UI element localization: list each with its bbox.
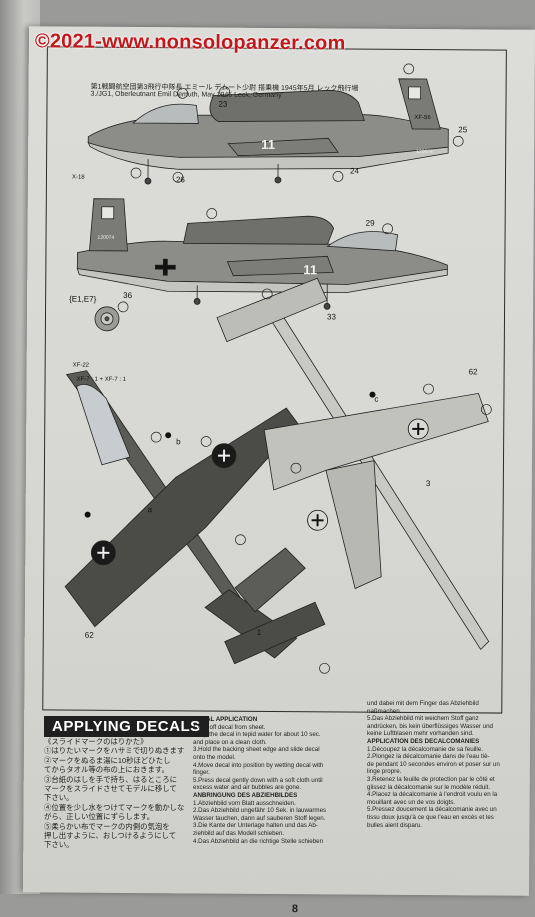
instruction-line: 1.Cut off decal from sheet. xyxy=(193,724,355,732)
callout-number: 33 xyxy=(327,312,336,321)
applying-decals-banner: APPLYING DECALS xyxy=(44,716,209,737)
instruction-line: 1.Découpez la décalcomanie de sa feuille… xyxy=(367,746,517,754)
callout-number: 1 xyxy=(257,628,262,637)
instruction-line: ④位置を少し水をつけてマークを動かしな xyxy=(44,803,184,812)
side-number-right: 11 xyxy=(303,262,317,277)
color-ref: XF-7 : 1 + XF-7 : 1 xyxy=(77,377,127,383)
callout-number: 62 xyxy=(469,367,478,376)
callout-number: 3 xyxy=(426,479,431,488)
instruction-line: 1.Abziehbild vom Blatt ausschneiden. xyxy=(193,800,355,808)
instruction-line: がら、正しい位置にずらします。 xyxy=(44,812,184,821)
instruction-line: 下さい。 xyxy=(44,793,184,802)
decal-application-heading: DECAL APPLICATION xyxy=(193,716,355,724)
instruction-line: 5.Pressez doucement la décalcomanie avec… xyxy=(367,806,517,814)
page-number: 8 xyxy=(292,903,298,915)
callout-number: 23 xyxy=(218,100,227,109)
japanese-heading: 《スライドマークのはりかた》 xyxy=(44,737,184,746)
instruction-line: 5.Das Abziehbild mit weichem Stoff ganz xyxy=(367,715,517,723)
letter-marker: a xyxy=(148,505,153,514)
decalcomanies-heading: APPLICATION DES DECALCOMANIES xyxy=(367,738,517,746)
instruction-line: ②マークをぬるま湯に10秒ほどひたし xyxy=(44,756,184,765)
instruction-line: und dabei mit dem Finger das Abziehbild xyxy=(367,700,517,708)
callout-number: 25 xyxy=(458,125,467,134)
instruction-line: 3.Hold the backing sheet edge and slide … xyxy=(193,746,355,754)
instruction-line: onto the model. xyxy=(193,754,355,762)
instruction-line: glissez la décalcomanie sur le modèle ré… xyxy=(367,784,517,792)
instruction-line: excess water and air bubbles are gone. xyxy=(193,784,355,792)
variant-label: {E1,E7} xyxy=(69,295,96,304)
instruction-line: 3.Retenez la feuille de protection par l… xyxy=(367,776,517,784)
werknummer-left: 120074 xyxy=(416,149,433,155)
instruction-line: keine Luftblasen mehr vorhanden sind. xyxy=(367,730,517,738)
instruction-line: 5.Press decal gently down with a soft cl… xyxy=(193,777,355,785)
instruction-line: 2.Das Abziehbild ungefähr 10 Sek. in lau… xyxy=(193,807,355,815)
callout-number: 62 xyxy=(85,631,94,640)
instruction-line: 2.Dip the decal in tepid water for about… xyxy=(193,731,355,739)
instruction-line: ⑤柔らかい布でマークの内側の気泡を xyxy=(44,822,184,831)
color-ref: X-18 xyxy=(72,175,85,181)
callout-number: 26 xyxy=(176,175,185,184)
instruction-line: 2.Plongez la décalcomanie dans de l'eau … xyxy=(367,753,517,761)
side-number-left: 11 xyxy=(261,137,275,152)
instruction-line: linge propre. xyxy=(367,768,517,776)
english-german-instructions: DECAL APPLICATION 1.Cut off decal from s… xyxy=(193,716,355,845)
instruction-line: naßmachen. xyxy=(367,708,517,716)
top-view xyxy=(65,371,307,659)
instruction-line: and place on a clean cloth. xyxy=(193,739,355,747)
japanese-instructions: 《スライドマークのはりかた》 ①はりたいマークをハサミで切りぬきます。 ②マーク… xyxy=(44,737,184,850)
instruction-line: 4.Das Abziehbild an die richtige Stelle … xyxy=(193,838,355,846)
instruction-line: 押し出すように、おしつけるようにして xyxy=(44,831,184,840)
instruction-line: 4.Move decal into position by wetting de… xyxy=(193,762,355,770)
instruction-line: てからタオル等の布の上におきます。 xyxy=(44,765,184,774)
letter-marker: b xyxy=(176,437,181,446)
instruction-line: tissu doux jusqu'à ce que l'eau en excès… xyxy=(367,814,517,822)
watermark: ©2021-www.nonsolopanzer.com xyxy=(35,30,346,55)
color-ref: XF-22 xyxy=(73,363,89,369)
instruction-line: andrücken, bis kein überflüssiges Wasser… xyxy=(367,723,517,731)
instruction-line: ③台紙のはしを手で持ち、はるところに xyxy=(44,775,184,784)
callout-number: 24 xyxy=(350,166,359,175)
instruction-line: de pendant 10 secondes environ et poser … xyxy=(367,761,517,769)
caption-english: 3./JG1, Oberleutnant Emil Demuth, May 19… xyxy=(91,91,282,99)
anbringung-heading: ANBRINGUNG DES ABZIEHBILDES xyxy=(193,792,355,800)
werknummer-right: 120074 xyxy=(98,235,115,241)
instruction-line: 下さい。 xyxy=(44,840,184,849)
wheel-detail xyxy=(95,307,119,331)
instruction-line: mouillant avec un de vos doigts. xyxy=(367,799,517,807)
callout-number: 36 xyxy=(123,291,132,300)
instruction-line: finger. xyxy=(193,769,355,777)
instruction-line: 4.Placez la décalcomanie à l'endroit vou… xyxy=(367,791,517,799)
german-french-instructions: und dabei mit dem Finger das Abziehbild … xyxy=(367,700,517,829)
instruction-line: bulles aient disparu. xyxy=(367,822,517,830)
color-ref: XF-56 xyxy=(414,115,430,121)
instruction-line: マークをスライドさせてモデルに移して xyxy=(44,784,184,793)
callout-number: 29 xyxy=(366,219,375,228)
instruction-line: ziehbild auf das Modell schieben. xyxy=(193,830,355,838)
instruction-line: ①はりたいマークをハサミで切りぬきます。 xyxy=(44,746,184,755)
instruction-line: 3.Die Kante der Unterlage halten und das… xyxy=(193,822,355,830)
letter-marker: c xyxy=(374,395,378,404)
instruction-line: Wasser tauchen, dann auf sauberen Stoff … xyxy=(193,815,355,823)
